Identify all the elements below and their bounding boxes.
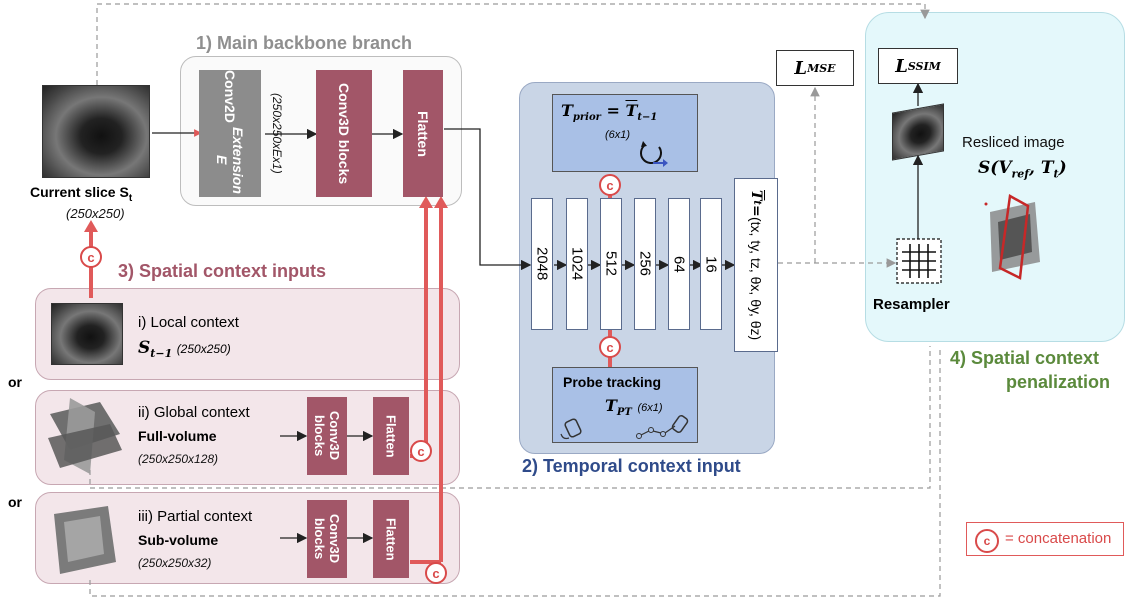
global-context-bold: Full-volume [138,428,217,444]
current-slice-size: (250x250) [66,206,125,221]
concat-marker-prior: c [599,174,621,196]
partial-volume-icon [54,506,116,574]
probe-left-icon [560,418,582,440]
partial-flatten-block: Flatten [373,500,409,578]
probe-formula: TPT (6x1) [605,396,663,419]
volume-reslice-icon [984,194,1040,280]
or-label-2: or [8,494,22,510]
loop-icon [640,141,668,167]
dense-layer-512: 512 [600,198,622,330]
partial-context-dim: (250x250x32) [138,556,212,570]
prior-box: Tprior = Tt−1 (6x1) [552,94,698,172]
legend-concat-symbol: c [975,529,999,553]
backbone-flatten-block: Flatten [403,70,443,197]
prior-formula: Tprior = Tt−1 [561,101,658,124]
local-context-symbol: St−1 (250x250) [138,338,231,361]
dense-layer-1024: 1024 [566,198,588,330]
or-label-1: or [8,374,22,390]
partial-context-bold: Sub-volume [138,532,219,548]
current-slice-image [42,85,150,178]
resliced-image [892,103,944,161]
spatial-inputs-title: 3) Spatial context inputs [118,261,327,281]
dense-layer-16: 16 [700,198,722,330]
local-context-image [51,303,123,365]
penalization-title-1: 4) Spatial context [950,348,1100,368]
legend-box: c = concatenation [966,522,1124,556]
global-context-title: ii) Global context [138,404,250,421]
dense-layer-2048: 2048 [531,198,553,330]
prior-dim: (6x1) [605,129,631,141]
temporal-title: 2) Temporal context input [522,456,741,476]
penalization-title-2: penalization [1006,372,1111,392]
backbone-title: 1) Main backbone branch [196,33,413,53]
resliced-label: Resliced image [962,134,1065,151]
concat-marker-global: c [410,440,432,462]
local-context-title: i) Local context [138,314,239,331]
resampler-grid-icon [896,238,942,284]
concat-marker-probe: c [599,336,621,358]
partial-conv3d-block: Conv3D blocks [307,500,347,578]
partial-context-title: iii) Partial context [138,508,253,525]
resliced-formula: S(Vref, Tt) [978,158,1067,181]
probe-right-icon [636,415,689,439]
backbone-conv3d-block: Conv3D blocks [316,70,372,197]
legend-text: = concatenation [1005,530,1112,547]
global-context-dim: (250x250x128) [138,452,219,466]
global-volume-icon [48,398,122,474]
concat-marker-partial: c [425,562,447,584]
dense-layer-64: 64 [668,198,690,330]
current-slice-label: Current slice St [30,184,133,204]
probe-tracking-box: Probe tracking TPT (6x1) [552,367,698,443]
dense-layer-256: 256 [634,198,656,330]
conv2d-dim: (250x250xEx1) [270,93,284,174]
concat-marker-slice: c [80,246,102,268]
resampler-label: Resampler [873,296,950,313]
output-box: Tt= (tx, ty, tz, θx, θy, θz) [734,178,778,352]
probe-title: Probe tracking [563,374,662,390]
global-flatten-block: Flatten [373,397,409,475]
global-conv3d-block: Conv3D blocks [307,397,347,475]
